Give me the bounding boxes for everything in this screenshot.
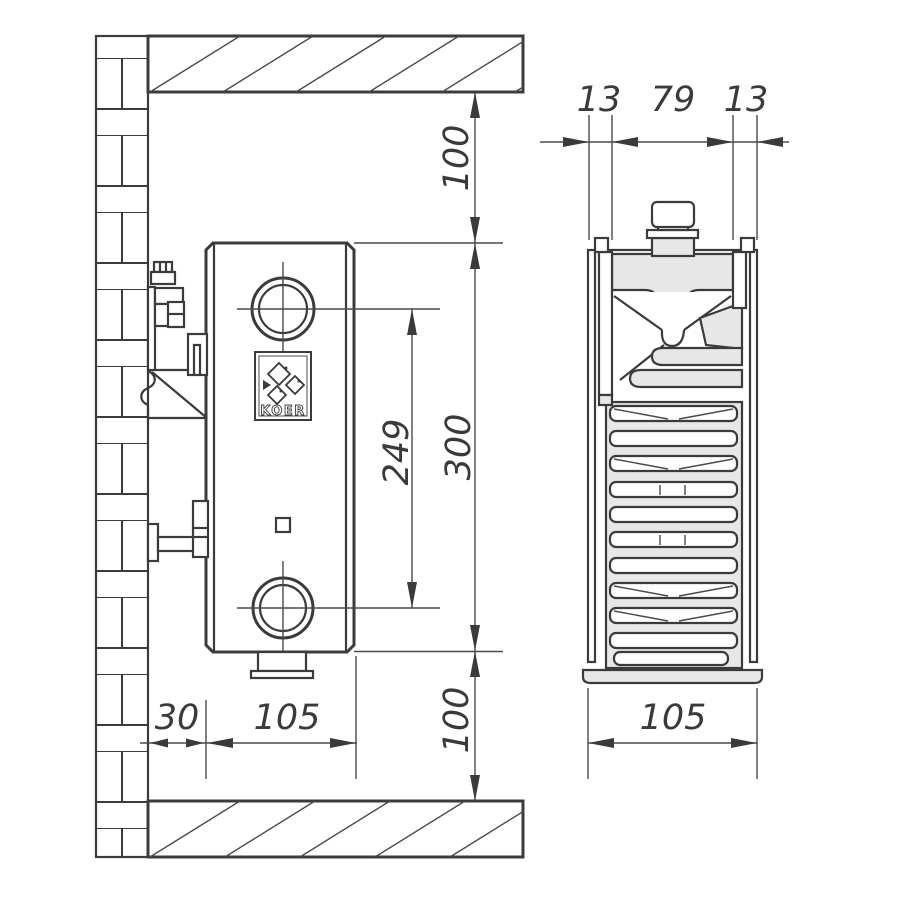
logo-triangle	[263, 380, 271, 390]
logo-diamond-top	[266, 361, 292, 387]
koer-logo: KOER	[254, 351, 312, 421]
upper-wall-bracket	[140, 260, 209, 420]
dim-depth: 105	[254, 698, 321, 738]
bottom-connection-port	[237, 561, 440, 655]
lower-wall-bracket	[146, 499, 210, 563]
radiator-cross-section	[581, 200, 764, 685]
side-view-dimensions: 100 300 249 100 30 105	[140, 92, 503, 801]
section-dimensions: 13 79 13 105	[540, 80, 789, 779]
base-plate	[581, 668, 764, 685]
back-panel-shell	[586, 236, 614, 664]
dim-convector-width: 79	[651, 80, 696, 120]
dim-height: 300	[439, 414, 479, 481]
ceiling	[146, 34, 525, 94]
dim-bottom-clearance: 100	[437, 687, 477, 754]
vent-square	[274, 516, 292, 534]
radiator-side-view: KOER	[204, 241, 440, 680]
dim-panel-left: 13	[577, 80, 622, 120]
air-vent-valve	[645, 200, 700, 258]
logo-text: KOER	[260, 404, 305, 419]
dim-wall-distance: 30	[155, 698, 200, 738]
dim-section-depth: 105	[640, 698, 707, 738]
front-panel-shell	[731, 236, 759, 664]
dim-top-clearance: 100	[437, 125, 477, 192]
dim-connection-spacing: 249	[377, 419, 417, 486]
convector-slots	[608, 404, 739, 667]
brick-wall	[94, 34, 150, 859]
bottom-outlet	[249, 650, 315, 680]
top-connection-port	[237, 262, 440, 356]
floor	[146, 799, 525, 859]
fin-profile	[606, 292, 744, 402]
dim-panel-right: 13	[724, 80, 769, 120]
